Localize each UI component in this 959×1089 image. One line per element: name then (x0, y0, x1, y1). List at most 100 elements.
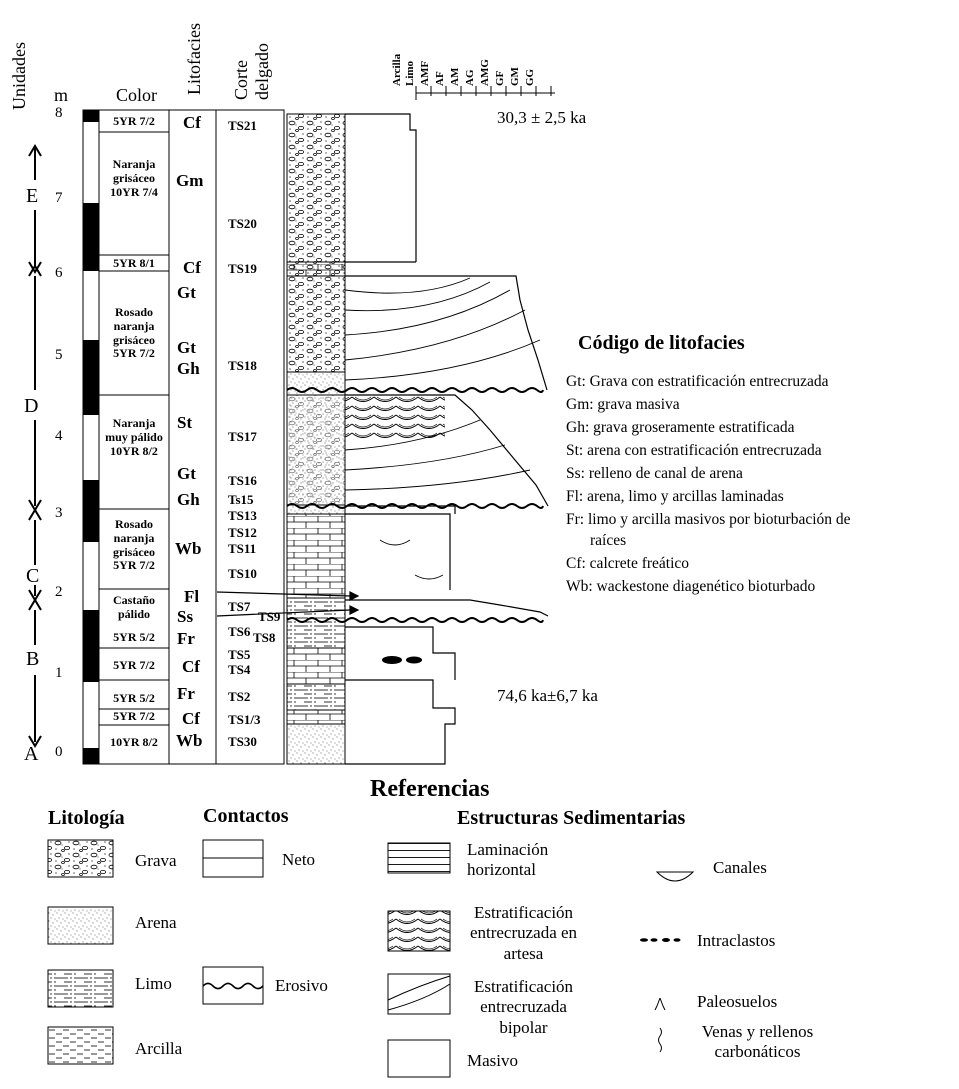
meter-ruler (83, 110, 99, 764)
meter-tick-3: 3 (55, 505, 63, 521)
facies-code: Gm (176, 171, 204, 190)
contactos-title: Contactos (203, 805, 289, 827)
grain-profile (345, 113, 549, 765)
grain-am: AM (449, 67, 461, 86)
code-item: raíces (590, 532, 627, 549)
facies-code: Wb (176, 731, 203, 750)
legend-arena-swatch (47, 906, 114, 945)
meter-tick-4: 4 (55, 428, 63, 444)
legend-arcilla-swatch (47, 1026, 114, 1065)
header-meters: m (54, 85, 69, 105)
code-item: Fr: limo y arcilla masivos por bioturbac… (566, 511, 851, 528)
code-item: Gm: grava masiva (566, 396, 680, 413)
legend-masivo-label: Masivo (467, 1051, 518, 1070)
intraclastos-icon (640, 938, 681, 942)
date-top: 30,3 ± 2,5 ka (497, 108, 587, 127)
facies-code: Fr (177, 684, 195, 703)
grain-gf: GF (494, 70, 506, 86)
unit-d: D (24, 395, 39, 417)
column-frame (82, 109, 285, 765)
thin-section: TS1/3 (228, 712, 261, 727)
color-cell: Rosado naranja grisáceo 5YR 7/2 (113, 305, 155, 361)
profile-internal-structures (344, 277, 541, 580)
thin-section: TS10 (228, 566, 257, 581)
color-cell-dividers (99, 131, 169, 726)
code-item: Gh: grava groseramente estratificada (566, 419, 795, 436)
unit-b: B (26, 648, 40, 670)
legend-venas-label: Venas y rellenos carbonáticos (701, 1022, 814, 1062)
venas-icon (658, 1027, 662, 1053)
facies-pointer-arrows (216, 591, 360, 617)
estructuras-title: Estructuras Sedimentarias (457, 807, 686, 829)
thin-section: TS6 (228, 624, 251, 639)
meter-tick-1: 1 (55, 665, 63, 681)
color-cell: 5YR 7/2 (113, 114, 155, 128)
facies-code: Gt (177, 283, 196, 302)
legend-neto-label: Neto (282, 850, 316, 869)
meter-tick-8: 8 (55, 105, 63, 121)
thin-section: TS18 (228, 358, 257, 373)
thin-section: TS4 (228, 662, 251, 677)
grain-gg: GG (524, 68, 536, 86)
grain-limo: Limo (404, 60, 416, 86)
legend-bipolar-label: Estratificación entrecruzada bipolar (473, 977, 574, 1037)
legend-artesa-swatch (387, 910, 451, 952)
meter-tick-0: 0 (55, 744, 63, 760)
references-title: Referencias (370, 776, 490, 802)
legend-bipolar-swatch (387, 973, 451, 1015)
thin-section: TS7 (228, 599, 251, 614)
header-color: Color (116, 85, 158, 105)
legend-canales-label: Canales (713, 858, 767, 877)
grain-arcilla: Arcilla (391, 53, 403, 86)
facies-code: Cf (183, 113, 201, 132)
erosive-contacts (286, 387, 544, 623)
legend-artesa-label: Estratificación entrecruzada en artesa (469, 903, 578, 963)
facies-code: Gt (177, 464, 196, 483)
grain-ag: AG (464, 69, 476, 87)
unit-e: E (26, 185, 39, 207)
legend-masivo-swatch (387, 1039, 451, 1078)
header-unidades: Unidades (9, 42, 29, 110)
meter-tick-7: 7 (55, 190, 63, 206)
legend-laminacion-label: Laminación horizontal (467, 840, 549, 880)
color-cell: 10YR 8/2 (110, 735, 158, 749)
thin-section: TS16 (228, 473, 257, 488)
facies-code: Fl (184, 587, 200, 606)
unit-a: A (24, 743, 39, 765)
legend-erosivo-label: Erosivo (275, 976, 328, 995)
lithology-column (286, 113, 346, 765)
code-item: Wb: wackestone diagenético bioturbado (566, 578, 816, 595)
unit-boundaries (28, 144, 42, 748)
legend-grava-label: Grava (135, 851, 177, 870)
legend-paleosuelos-label: Paleosuelos (697, 992, 778, 1011)
grain-af: AF (434, 71, 446, 86)
legend-laminacion-swatch (387, 842, 451, 874)
thin-section: TS11 (228, 541, 257, 556)
meter-tick-2: 2 (55, 584, 63, 600)
thin-section: TS17 (228, 429, 257, 444)
paleosuelos-icon (654, 997, 666, 1011)
legend-grava-swatch (47, 839, 114, 878)
code-item: Ss: relleno de canal de arena (566, 465, 743, 482)
color-cell: 5YR 8/1 (113, 256, 155, 270)
legend-swatches (47, 839, 695, 1078)
facies-code: Cf (182, 709, 200, 728)
color-cell: 5YR 7/2 (113, 709, 155, 723)
grain-amf: AMF (419, 60, 431, 86)
facies-code: Wb (175, 539, 202, 558)
canales-icon (655, 871, 695, 882)
code-item: Fl: arena, limo y arcillas laminadas (566, 488, 784, 505)
facies-code: Fr (177, 629, 195, 648)
legend-arcilla-label: Arcilla (135, 1039, 183, 1058)
grain-amg: AMG (479, 59, 491, 86)
thin-section: TS5 (228, 647, 251, 662)
thin-section: TS9 (258, 609, 281, 624)
thin-section: TS30 (228, 734, 257, 749)
legend-arena-label: Arena (135, 913, 177, 932)
thin-section: TS13 (228, 508, 257, 523)
header-corte-line2: delgado (252, 43, 272, 100)
facies-code: Cf (182, 657, 200, 676)
facies-code: Cf (183, 258, 201, 277)
facies-code: Gh (177, 490, 200, 509)
